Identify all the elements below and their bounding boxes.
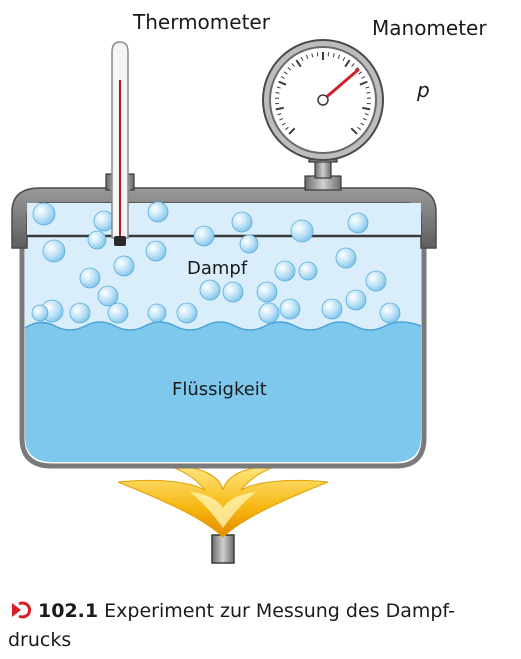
gauge-tick [291, 63, 295, 67]
gauge-tick [295, 59, 302, 68]
gauge-tick [281, 122, 286, 126]
gauge-tick [279, 117, 284, 121]
gauge-tick [283, 71, 288, 75]
pressure-symbol: p [417, 78, 430, 102]
gauge-tick [300, 57, 304, 62]
gauge-tick [365, 86, 370, 89]
figure-caption: 102.1 Experiment zur Messung des Dampf- … [8, 598, 513, 653]
liquid-body [25, 322, 421, 462]
gauge-tick [276, 86, 281, 89]
caption-text-line2: drucks [8, 629, 72, 651]
thermometer-label: Thermometer [133, 10, 270, 34]
gauge-tick [366, 91, 371, 94]
gauge-tick [357, 126, 362, 131]
gauge-tick [362, 117, 367, 121]
caption-text: Experiment zur Messung des Dampf- [104, 600, 455, 622]
manometer-label: Manometer [372, 16, 487, 40]
gauge-tick [278, 80, 287, 86]
gauge-tick [361, 76, 366, 79]
gauge-tick [364, 113, 369, 116]
flame [117, 465, 329, 538]
gauge-tick [280, 76, 285, 79]
burner-nozzle [211, 534, 235, 564]
manometer-needle [321, 68, 360, 102]
manometer [262, 39, 384, 191]
vapor-bubbles [31, 201, 401, 324]
return-arrow-icon [8, 600, 34, 627]
gauge-tick [287, 67, 292, 71]
gauge-tick [275, 106, 284, 111]
gauge-tick [351, 63, 355, 67]
gauge-tick [359, 80, 368, 86]
pot [19, 233, 427, 469]
gauge-tick [354, 67, 359, 71]
gauge-tick [305, 54, 309, 59]
gauge-tick [337, 54, 341, 59]
thermometer [105, 41, 135, 246]
gauge-tick [275, 91, 280, 94]
gauge-tick [311, 53, 314, 58]
gauge-tick [342, 57, 346, 62]
gauge-tick [284, 126, 289, 131]
apparatus-diagram [11, 39, 437, 564]
gauge-tick [344, 59, 351, 68]
liquid-label: Flüssigkeit [172, 379, 267, 400]
gauge-tick [332, 53, 335, 58]
caption-number: 102.1 [38, 600, 99, 622]
gauge-tick [288, 127, 296, 135]
gauge-tick [277, 113, 282, 116]
gauge-tick [360, 122, 365, 126]
vapor-label: Dampf [187, 258, 248, 279]
gauge-tick [350, 127, 358, 135]
gauge-tick [358, 71, 363, 75]
gauge-tick [362, 106, 371, 111]
